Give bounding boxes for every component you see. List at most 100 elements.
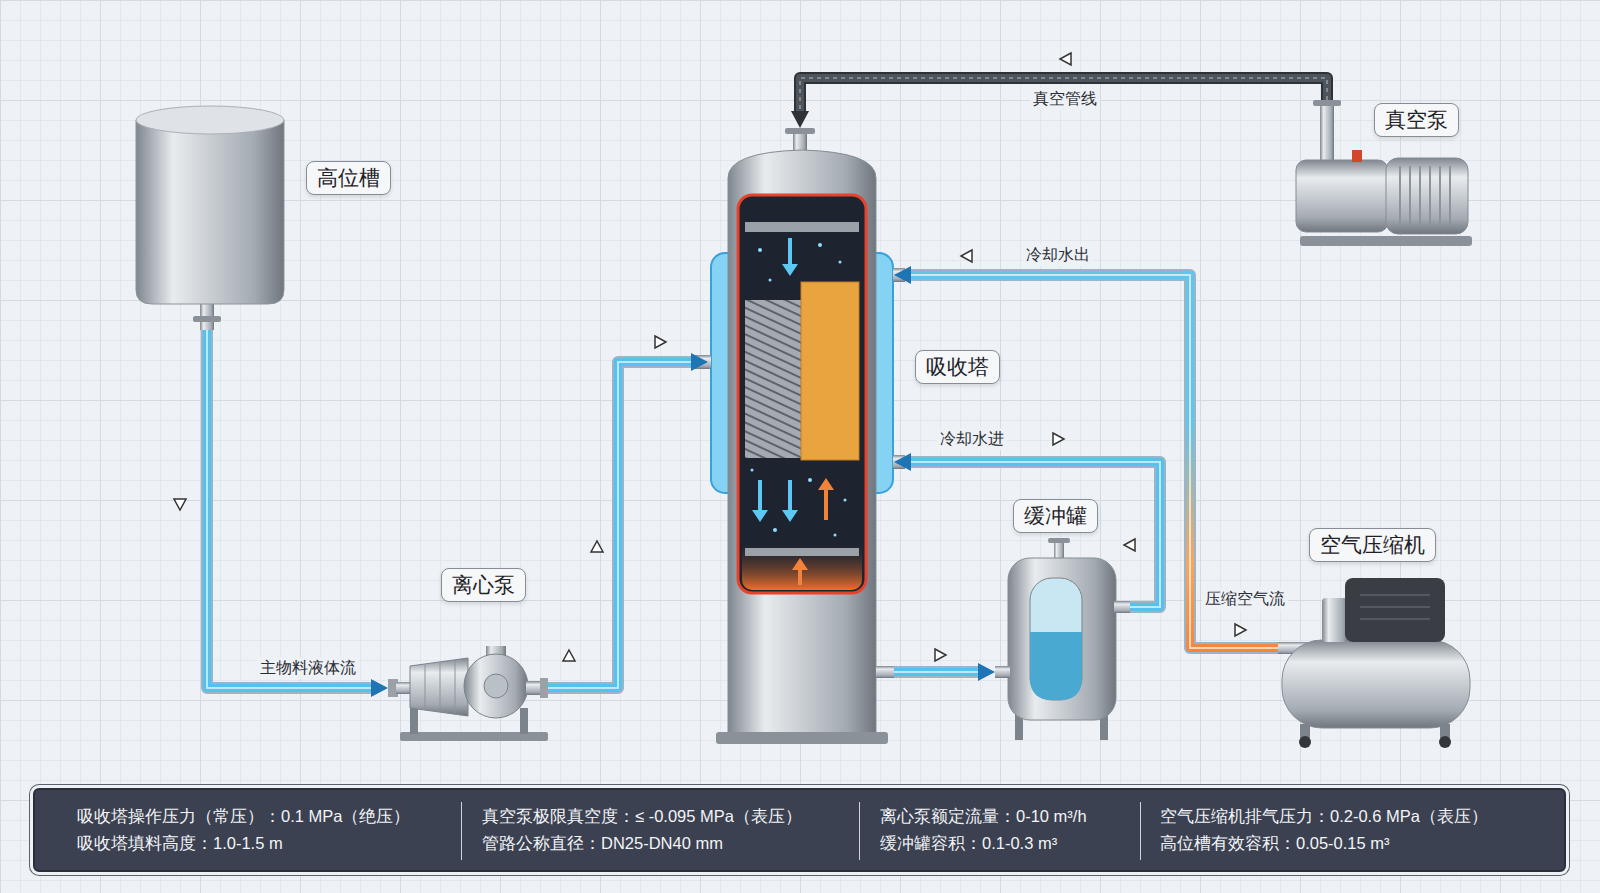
air-compressor-figure [1440, 724, 1450, 738]
arrowhead [791, 111, 809, 128]
air-compressor-figure [1360, 606, 1430, 608]
spec-cell: 高位槽有效容积：0.05-0.15 m³ [1160, 832, 1390, 854]
bubble [818, 243, 822, 247]
air-compressor-figure [1360, 594, 1430, 596]
air-compressor-figure [1299, 736, 1311, 748]
flow-direction-marker [655, 336, 666, 348]
flow-direction-marker [174, 53, 1246, 661]
air-compressor: 空气压缩机 [1278, 522, 1473, 744]
air-compressor-figure [1300, 724, 1310, 738]
flow-arrow [818, 478, 834, 490]
flow-arrow [792, 558, 808, 570]
flow-direction-marker [935, 649, 946, 661]
pipe-label: 冷却水进 [937, 428, 1007, 450]
spec-cell: 空气压缩机排气压力：0.2-0.6 MPa（表压） [1160, 805, 1488, 827]
absorption-tower-figure [745, 300, 801, 458]
vacuum-pump-figure [1296, 100, 1472, 246]
bubble [773, 528, 777, 532]
bubble [758, 248, 762, 252]
pipe-wall [548, 362, 694, 688]
flow-direction-marker [1060, 53, 1071, 65]
equipment-label: 真空泵 [1374, 103, 1459, 137]
buffer-tank-figure [995, 538, 1130, 740]
vacuum-pump-figure [1399, 166, 1401, 226]
pipe-label: 真空管线 [1030, 88, 1100, 110]
flow-direction-marker [1053, 433, 1064, 445]
vacuum-pump-figure [1386, 158, 1468, 234]
vacuum-pump-figure [1300, 236, 1472, 246]
equipment-label: 缓冲罐 [1013, 499, 1098, 533]
vacuum-pump-figure [1409, 166, 1411, 226]
pipe-label: 主物料液体流 [257, 657, 359, 679]
bubble [834, 534, 837, 537]
spec-cell: 缓冲罐容积：0.1-0.3 m³ [880, 832, 1057, 854]
flow-direction-marker [961, 250, 972, 262]
absorption-tower: 吸收塔 [708, 128, 894, 745]
absorption-tower-figure [738, 195, 866, 593]
absorption-tower-figure [716, 732, 888, 744]
arrowhead [691, 353, 708, 371]
spec-cell: 吸收塔填料高度：1.0-1.5 m [77, 832, 283, 854]
pipe-connector [800, 78, 1327, 114]
vacuum-pump-figure [1313, 100, 1341, 106]
air-compressor-figure [1278, 578, 1470, 748]
equipment-label: 高位槽 [306, 161, 391, 195]
pipe-label: 压缩空气流 [1202, 588, 1288, 610]
pipe-wall [207, 330, 374, 688]
centrifugal-pump-figure [455, 661, 456, 713]
absorption-tower-figure [785, 128, 815, 134]
high-level-tank-figure [136, 106, 284, 330]
absorption-tower-figure [801, 282, 859, 460]
flow-arrow [752, 238, 834, 585]
high-level-tank-figure [136, 106, 284, 134]
bubble [808, 478, 812, 482]
arrowhead [894, 266, 911, 284]
flow-arrow [788, 238, 792, 266]
bubble [844, 499, 847, 502]
air-compressor-figure [1282, 640, 1470, 728]
flow-arrow [782, 264, 798, 276]
bubble [751, 243, 847, 537]
air-compressor-figure [1360, 618, 1430, 620]
spec-cell: 真空泵极限真空度：≤ -0.095 MPa（表压） [482, 805, 802, 827]
flow-direction-marker [563, 650, 575, 661]
vacuum-pump-figure [1400, 166, 1450, 226]
equipment-label: 吸收塔 [915, 350, 1000, 384]
centrifugal-pump-figure [464, 654, 528, 718]
arrowhead [894, 453, 911, 471]
bubble [769, 279, 772, 282]
buffer-tank-figure [1048, 538, 1070, 543]
pipe-wall [894, 666, 981, 678]
absorption-tower-figure [728, 150, 876, 740]
spec-divider [461, 802, 462, 860]
centrifugal-pump-figure [410, 708, 418, 734]
flow-arrow [788, 480, 792, 512]
absorption-tower-figure [694, 128, 905, 744]
spec-bar [33, 788, 1566, 872]
flow-direction-marker [591, 541, 603, 552]
buffer-tank-figure [1030, 578, 1082, 700]
absorption-tower-figure [745, 548, 859, 556]
vacuum-pump-figure [1429, 166, 1431, 226]
spec-divider [859, 802, 860, 860]
high-level-tank-figure [136, 120, 284, 304]
vacuum-pump-figure [1296, 160, 1388, 232]
centrifugal-pump-figure [484, 674, 508, 698]
absorption-tower-figure [876, 666, 894, 678]
high-level-tank-figure [193, 316, 221, 322]
pipe-wall [908, 462, 1160, 607]
arrowhead [371, 679, 388, 697]
flow-direction-marker [1235, 624, 1246, 636]
flow-arrow [758, 480, 762, 512]
spec-cell: 管路公称直径：DN25-DN40 mm [482, 832, 723, 854]
buffer-tank-figure [1008, 558, 1116, 720]
buffer-tank-figure [1114, 601, 1130, 613]
pipe-highlight [894, 671, 981, 673]
pipe-wall [800, 78, 1327, 114]
equipment-label: 空气压缩机 [1309, 528, 1436, 562]
flow-direction-marker [174, 499, 186, 510]
absorption-tower-figure [745, 222, 859, 232]
centrifugal-pump-figure [388, 646, 548, 741]
